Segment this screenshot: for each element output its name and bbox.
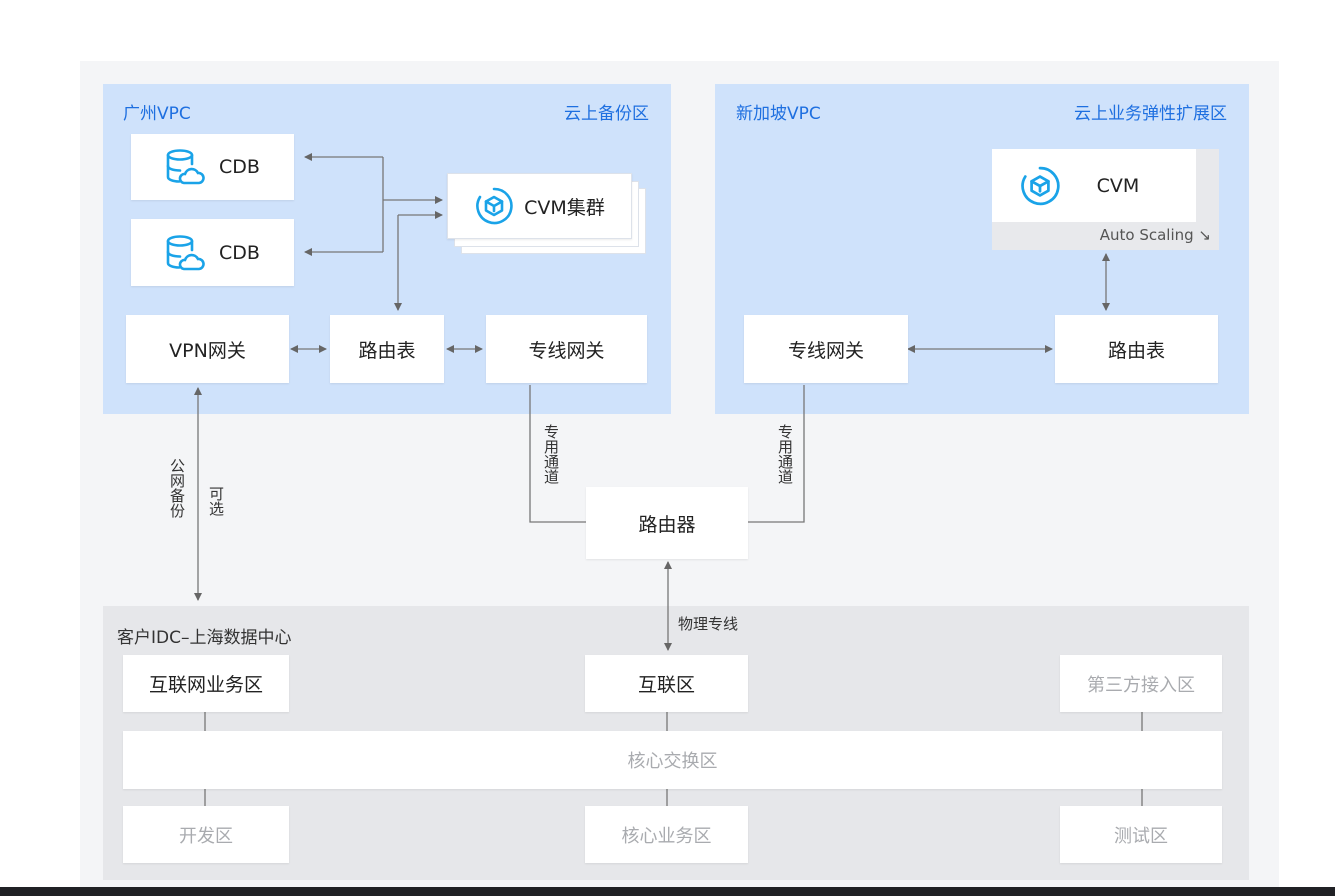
singapore-vpc-title: 新加坡VPC [736,104,821,124]
cvm-cluster-box[interactable]: CVM集群 [447,173,632,239]
vpn-gateway-label: VPN网关 [169,339,246,362]
direct-gateway-label: 专线网关 [528,339,605,362]
sg-direct-gateway-label: 专线网关 [787,339,864,362]
cdb-box-2[interactable]: CDB [131,219,294,286]
singapore-vpc-subtitle: 云上业务弹性扩展区 [1074,104,1227,124]
physical-line-label: 物理专线 [678,615,739,633]
test-zone-box[interactable]: 测试区 [1060,806,1222,863]
third-party-zone-box[interactable]: 第三方接入区 [1060,655,1222,712]
route-table-label: 路由表 [358,339,416,362]
route-table-box[interactable]: 路由表 [330,315,444,383]
vpn-gateway-box[interactable]: VPN网关 [126,315,289,383]
core-switch-zone-label: 核心交换区 [627,751,718,772]
cvm-cluster-label: CVM集群 [524,196,605,219]
dev-zone-box[interactable]: 开发区 [123,806,289,863]
optional-label: 可选 [207,486,225,516]
internet-business-zone-label: 互联网业务区 [148,674,263,696]
public-backup-label: 公网备份 [168,458,186,518]
auto-scaling-label: Auto Scaling ↘ [1099,226,1211,244]
interconnect-zone-box[interactable]: 互联区 [585,655,748,712]
guangzhou-vpc-subtitle: 云上备份区 [564,104,649,124]
diagonal-arrow-icon: ↘ [1198,226,1211,244]
router-label: 路由器 [638,513,696,536]
interconnect-zone-label: 互联区 [637,674,695,696]
cvm-cube-icon [476,187,513,225]
core-switch-zone-box[interactable]: 核心交换区 [123,731,1222,789]
cvm-cube-icon [1020,166,1060,205]
test-zone-label: 测试区 [1114,825,1168,847]
cvm-box[interactable]: CVM [992,149,1196,222]
line-dedicated-right [748,385,805,523]
dedicated-channel-left-label: 专用通道 [542,424,560,484]
cdb-label-2: CDB [219,241,260,264]
cdb-box-1[interactable]: CDB [131,134,294,200]
database-cloud-icon [166,149,205,185]
internet-business-zone-box[interactable]: 互联网业务区 [123,655,289,712]
guangzhou-vpc-title: 广州VPC [123,104,191,124]
cvm-label: CVM [1096,174,1140,197]
third-party-zone-label: 第三方接入区 [1087,674,1195,696]
cdb-label-1: CDB [219,156,260,178]
core-business-zone-box[interactable]: 核心业务区 [585,806,748,863]
core-business-zone-label: 核心业务区 [621,825,712,847]
bottom-bar [0,887,1335,896]
sg-route-table-box[interactable]: 路由表 [1055,315,1218,383]
idc-zone-title: 客户IDC–上海数据中心 [117,628,292,648]
dev-zone-label: 开发区 [179,825,233,847]
sg-direct-gateway-box[interactable]: 专线网关 [744,315,908,383]
database-cloud-icon [166,234,205,270]
dedicated-channel-right-label: 专用通道 [776,424,794,484]
router-box[interactable]: 路由器 [586,487,748,559]
direct-gateway-box[interactable]: 专线网关 [486,315,647,383]
line-dedicated-left [529,385,586,523]
sg-route-table-label: 路由表 [1107,339,1165,362]
